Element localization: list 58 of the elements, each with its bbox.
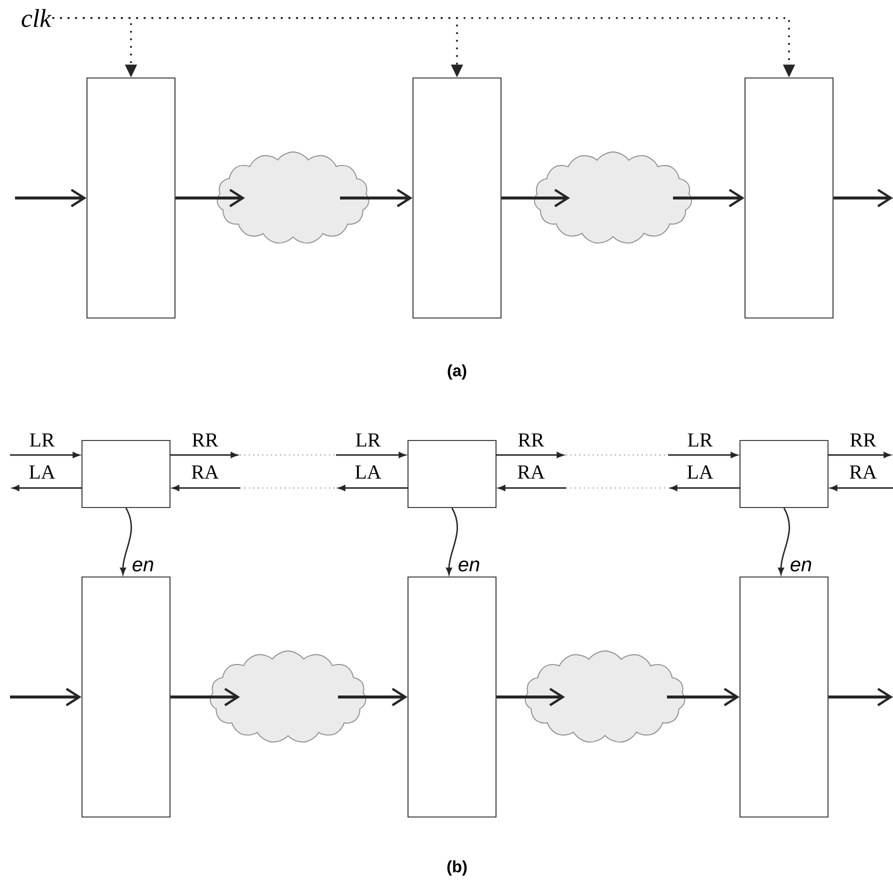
controller-box: [81, 440, 171, 508]
edge-label: RR: [192, 433, 218, 447]
handshake-arrow: [338, 485, 408, 491]
edge-label: en: [458, 560, 480, 572]
cloud-shape: [524, 650, 686, 743]
handshake-arrow: [668, 452, 738, 458]
handshake-arrow: [830, 485, 893, 491]
edge-label: en: [132, 560, 154, 572]
data-arrow: [828, 688, 893, 706]
data-arrow: [834, 188, 893, 208]
handshake-arrow: [496, 452, 564, 458]
handshake-arrow: [170, 452, 238, 458]
cloud-shape: [216, 152, 370, 244]
handshake-arrow: [172, 485, 240, 491]
data-arrow: [340, 188, 412, 208]
edge-label: LA: [29, 465, 56, 479]
caption: (a): [448, 364, 466, 380]
caption: (b): [447, 860, 467, 876]
handshake-arrow: [828, 452, 891, 458]
data-arrow: [502, 188, 570, 208]
handshake-arrow: [336, 452, 406, 458]
controller-box: [739, 440, 829, 508]
data-arrow: [170, 688, 240, 706]
data-arrow: [673, 188, 744, 208]
edge-label: RA: [850, 465, 877, 479]
edge-label: LA: [687, 465, 714, 479]
enable-arrow: [778, 508, 790, 575]
handshake-arrow: [498, 485, 566, 491]
edge-label: LA: [355, 465, 382, 479]
data-arrow: [667, 688, 740, 706]
register-box: [86, 77, 176, 319]
data-arrow: [10, 688, 82, 706]
data-arrow: [15, 188, 86, 208]
register-box: [407, 576, 497, 818]
enable-arrow: [120, 508, 132, 575]
edge-label: LR: [688, 433, 713, 447]
cloud-shape: [534, 152, 692, 244]
handshake-arrow: [10, 452, 80, 458]
register-box: [744, 77, 834, 319]
handshake-arrow: [12, 485, 82, 491]
edge-label: en: [790, 560, 812, 572]
edge-label: RR: [850, 433, 876, 447]
edge-label: RA: [518, 465, 545, 479]
edge-label: LR: [30, 433, 55, 447]
data-arrow: [176, 188, 245, 208]
handshake-arrow: [670, 485, 740, 491]
cloud-shape: [210, 650, 366, 743]
register-box: [739, 576, 829, 818]
edge-label: LR: [356, 433, 381, 447]
enable-arrow: [446, 508, 458, 575]
edge-label: RA: [192, 465, 219, 479]
data-arrow: [496, 688, 565, 706]
data-arrow: [338, 688, 408, 706]
edge-label: RR: [518, 433, 544, 447]
controller-box: [407, 440, 497, 508]
clock-label: clk: [22, 8, 52, 28]
register-box: [81, 576, 171, 818]
register-box: [412, 77, 502, 319]
